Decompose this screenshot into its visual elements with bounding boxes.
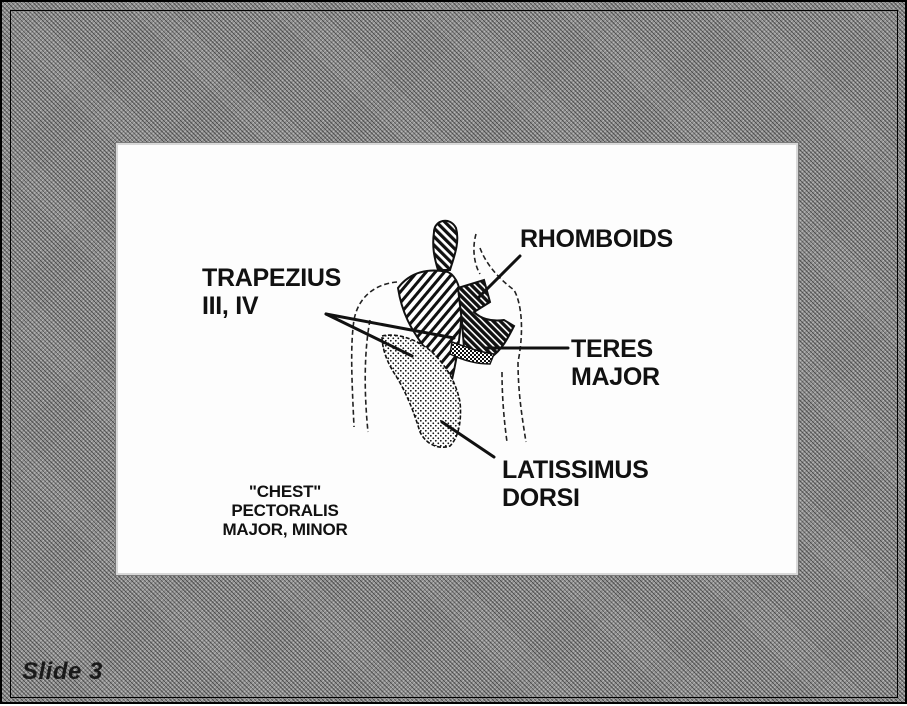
trapezius-label: TRAPEZIUS III, IV [202,264,341,320]
neck-strip [433,221,457,270]
latissimus-dorsi-label: LATISSIMUS DORSI [502,456,649,512]
chest-label: "CHEST" PECTORALIS MAJOR, MINOR [215,482,355,539]
rhomboids-label: RHOMBOIDS [520,225,673,253]
slide-number-label: Slide 3 [22,658,103,686]
teres-major-label: TERES MAJOR [571,335,660,391]
